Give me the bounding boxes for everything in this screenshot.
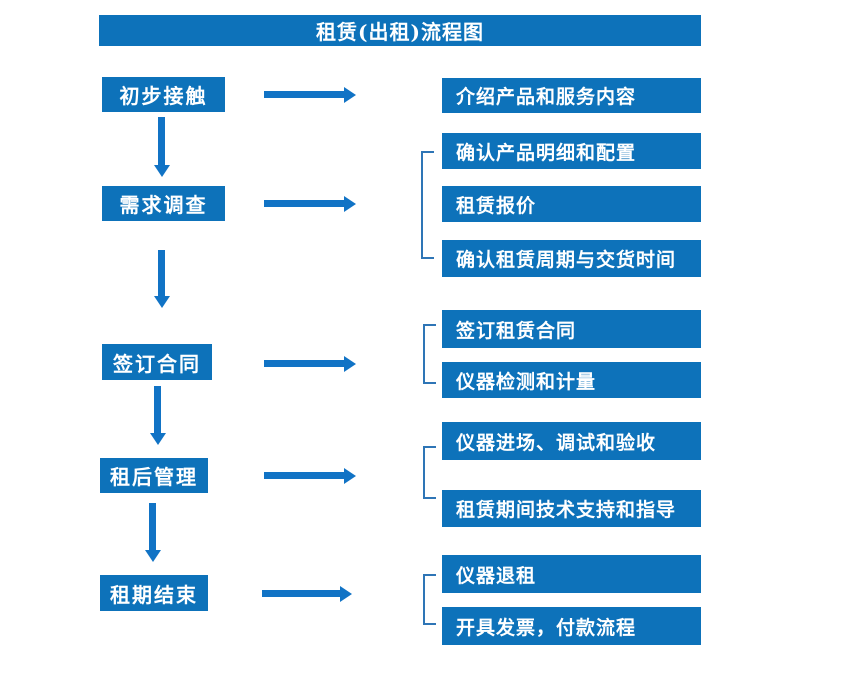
bracket-sign-contract xyxy=(423,324,436,384)
step-box-post-rental-management: 租后管理 xyxy=(100,458,208,493)
flow-arrow-down-1 xyxy=(158,117,165,165)
flow-arrow-down-2 xyxy=(158,250,165,296)
output-box-sign-rental-contract: 签订租赁合同 xyxy=(442,310,701,348)
output-box-instrument-testing: 仪器检测和计量 xyxy=(442,362,701,398)
flow-arrow-right-5 xyxy=(262,590,340,597)
output-box-instrument-return: 仪器退租 xyxy=(442,555,701,593)
step-box-initial-contact: 初步接触 xyxy=(102,77,225,112)
output-box-introduce-products: 介绍产品和服务内容 xyxy=(442,78,701,113)
output-box-confirm-rental-period: 确认租赁周期与交货时间 xyxy=(442,240,701,277)
flowchart-title: 租赁(出租)流程图 xyxy=(99,15,701,46)
step-box-demand-survey: 需求调查 xyxy=(102,186,225,221)
step-box-rental-end: 租期结束 xyxy=(100,575,208,611)
bracket-demand-survey xyxy=(421,151,434,259)
bracket-post-rental xyxy=(423,446,436,499)
flow-arrow-down-3 xyxy=(154,386,161,433)
flow-arrow-right-2 xyxy=(264,200,344,207)
flow-arrow-right-3 xyxy=(264,360,344,367)
flow-arrow-right-4 xyxy=(264,472,344,479)
flow-arrow-down-4 xyxy=(149,503,156,550)
flow-arrow-right-1 xyxy=(264,91,344,98)
output-box-rental-quote: 租赁报价 xyxy=(442,186,701,222)
step-box-sign-contract: 签订合同 xyxy=(102,344,212,380)
bracket-rental-end xyxy=(423,574,436,625)
output-box-invoice-payment: 开具发票，付款流程 xyxy=(442,607,701,645)
output-box-instrument-entry: 仪器进场、调试和验收 xyxy=(442,422,701,460)
output-box-tech-support: 租赁期间技术支持和指导 xyxy=(442,490,701,527)
output-box-confirm-product-details: 确认产品明细和配置 xyxy=(442,133,701,169)
